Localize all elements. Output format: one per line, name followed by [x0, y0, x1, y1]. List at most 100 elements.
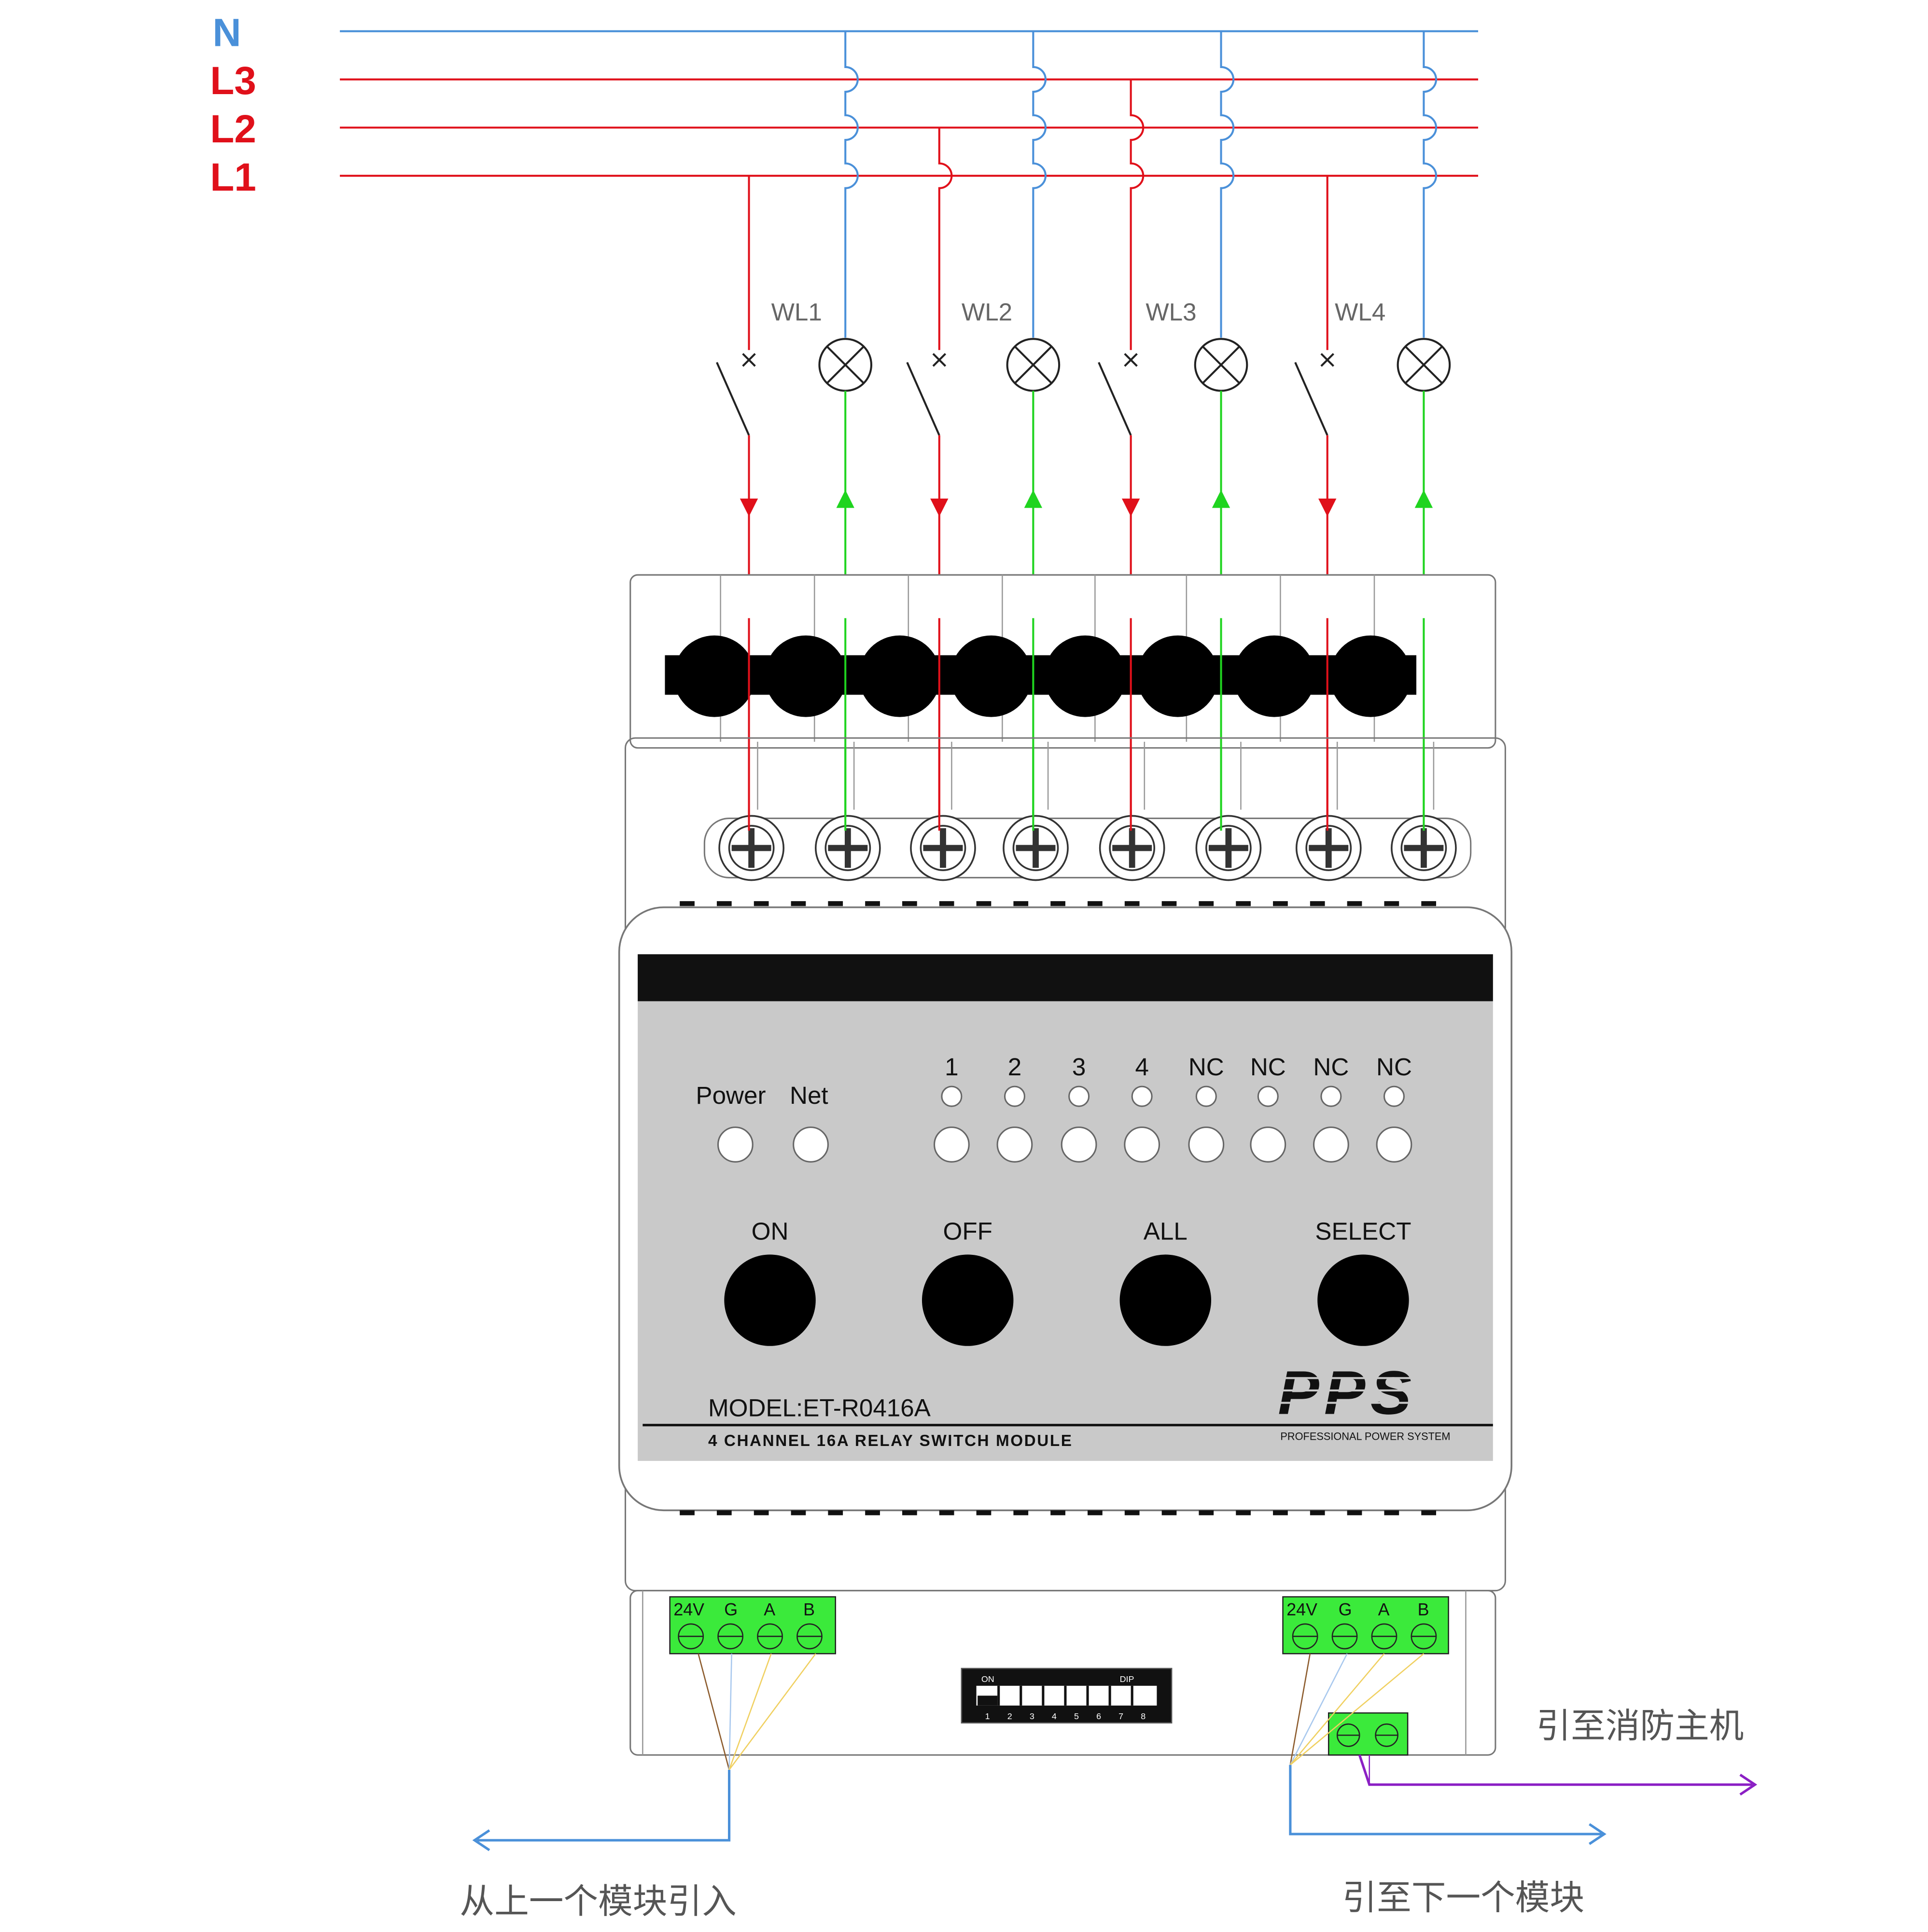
- svg-text:A: A: [1378, 1600, 1390, 1619]
- phase-wire-2: [938, 127, 953, 350]
- svg-text:A: A: [764, 1600, 775, 1619]
- channel-indicators: [941, 1085, 1405, 1107]
- neutral-wire-2: [1032, 31, 1047, 338]
- neutral-wire-3: [1220, 31, 1235, 338]
- switch-4: [1294, 353, 1334, 436]
- fire-terminal: [1327, 1712, 1409, 1756]
- control-button-labels: ON OFF ALL SELECT: [752, 1218, 1411, 1245]
- cable-to-next: [1289, 1765, 1602, 1835]
- brand-tagline: PROFESSIONAL POWER SYSTEM: [1280, 1430, 1450, 1442]
- all-button-label: ALL: [1144, 1218, 1188, 1245]
- channel-buttons: [934, 1126, 1412, 1163]
- dip-on-label: ON: [981, 1674, 994, 1684]
- neutral-wire-1: [844, 31, 859, 338]
- switches: [716, 353, 1334, 436]
- screw-icon: [718, 815, 784, 881]
- channel-button-6[interactable]: [1250, 1126, 1286, 1163]
- load-label-wl2: WL2: [962, 298, 1012, 326]
- bus-terminal-right: 24V G A B: [1282, 1596, 1449, 1654]
- switch-1: [716, 353, 756, 436]
- channel-label-3: 3: [1072, 1053, 1086, 1081]
- channel-button-3[interactable]: [1061, 1126, 1097, 1163]
- screw-icon: [1195, 815, 1262, 881]
- dip-switch[interactable]: ON DIP 1 2 3 4 5 6 7 8: [961, 1668, 1173, 1724]
- svg-text:5: 5: [1074, 1711, 1079, 1721]
- top-terminal-bar: [665, 635, 1417, 717]
- screw-icon: [1099, 815, 1165, 881]
- relay-module: Power Net 1 2 3 4 NC NC NC NC: [618, 574, 1512, 1756]
- svg-text:7: 7: [1118, 1711, 1123, 1721]
- load-label-wl1: WL1: [771, 298, 822, 326]
- bus-label-l1: L1: [210, 155, 256, 199]
- select-button-label: SELECT: [1315, 1218, 1411, 1245]
- bus-label-n: N: [212, 11, 241, 55]
- dip-label: DIP: [1120, 1674, 1134, 1684]
- screw-icon: [910, 815, 976, 881]
- net-led: [793, 1126, 829, 1163]
- bus-lines: [340, 30, 1479, 177]
- all-button[interactable]: [1119, 1254, 1212, 1346]
- lamp-icon-2: [1006, 338, 1061, 392]
- channel-button-8[interactable]: [1376, 1126, 1412, 1163]
- bus-label-l2: L2: [210, 107, 256, 151]
- screw-icon: [814, 815, 881, 881]
- panel-header-bar: [638, 954, 1493, 1001]
- lamp-icon-4: [1397, 338, 1451, 392]
- svg-text:1: 1: [985, 1711, 990, 1721]
- channel-button-4[interactable]: [1124, 1126, 1160, 1163]
- screw-terminals: [718, 815, 1457, 881]
- bus-cable-left: [698, 1653, 816, 1770]
- panel-label-area: [638, 954, 1493, 1461]
- cable-to-fire-host: [1358, 1754, 1753, 1786]
- phase-wire-3: [1130, 79, 1145, 350]
- channel-button-1[interactable]: [934, 1126, 970, 1163]
- svg-text:6: 6: [1096, 1711, 1101, 1721]
- channel-label-8: NC: [1376, 1053, 1412, 1081]
- select-button[interactable]: [1317, 1254, 1409, 1346]
- status-label-net: Net: [790, 1082, 828, 1109]
- on-button[interactable]: [724, 1254, 816, 1346]
- channel-label-1: 1: [945, 1053, 958, 1081]
- bus-terminal-left: 24V G A B: [669, 1596, 837, 1654]
- screw-icon: [1295, 815, 1362, 881]
- svg-text:24V: 24V: [1286, 1600, 1317, 1619]
- power-led: [717, 1126, 754, 1163]
- status-leds: Power Net: [696, 1082, 828, 1109]
- svg-text:G: G: [724, 1600, 738, 1619]
- channel-button-2[interactable]: [996, 1126, 1033, 1163]
- switch-3: [1098, 353, 1138, 436]
- svg-text:8: 8: [1141, 1711, 1146, 1721]
- channel-button-7[interactable]: [1313, 1126, 1349, 1163]
- channel-label-6: NC: [1250, 1053, 1286, 1081]
- cable-to-previous: [477, 1769, 731, 1842]
- brand-logo: PPS: [1278, 1359, 1416, 1428]
- lamp-icon-1: [818, 338, 873, 392]
- bus-labels: N L3 L2 L1: [210, 11, 256, 199]
- svg-text:4: 4: [1052, 1711, 1057, 1721]
- off-button-label: OFF: [943, 1218, 992, 1245]
- module-description: 4 CHANNEL 16A RELAY SWITCH MODULE: [708, 1432, 1073, 1450]
- bus-cable-right: [1289, 1653, 1425, 1765]
- annotations: 引至消防主机 从上一个模块引入 引至下一个模块: [460, 1707, 1744, 1921]
- screw-icon: [1391, 815, 1457, 881]
- switch-2: [906, 353, 947, 436]
- svg-text:B: B: [803, 1600, 815, 1619]
- load-label-wl3: WL3: [1146, 298, 1196, 326]
- svg-text:24V: 24V: [673, 1600, 704, 1619]
- control-buttons: [724, 1254, 1409, 1346]
- channel-label-5: NC: [1188, 1053, 1224, 1081]
- annotation-to-next: 引至下一个模块: [1342, 1878, 1584, 1917]
- on-button-label: ON: [752, 1218, 789, 1245]
- off-button[interactable]: [922, 1254, 1014, 1346]
- channel-labels: 1 2 3 4 NC NC NC NC: [945, 1053, 1412, 1081]
- channel-label-4: 4: [1135, 1053, 1148, 1081]
- bus-label-l3: L3: [210, 59, 256, 103]
- channel-label-2: 2: [1008, 1053, 1021, 1081]
- load-label-wl4: WL4: [1335, 298, 1385, 326]
- status-label-power: Power: [696, 1082, 766, 1109]
- channel-label-7: NC: [1313, 1053, 1349, 1081]
- svg-text:G: G: [1339, 1600, 1352, 1619]
- svg-text:B: B: [1418, 1600, 1429, 1619]
- neutral-wires: [844, 31, 1438, 338]
- channel-button-5[interactable]: [1188, 1126, 1225, 1163]
